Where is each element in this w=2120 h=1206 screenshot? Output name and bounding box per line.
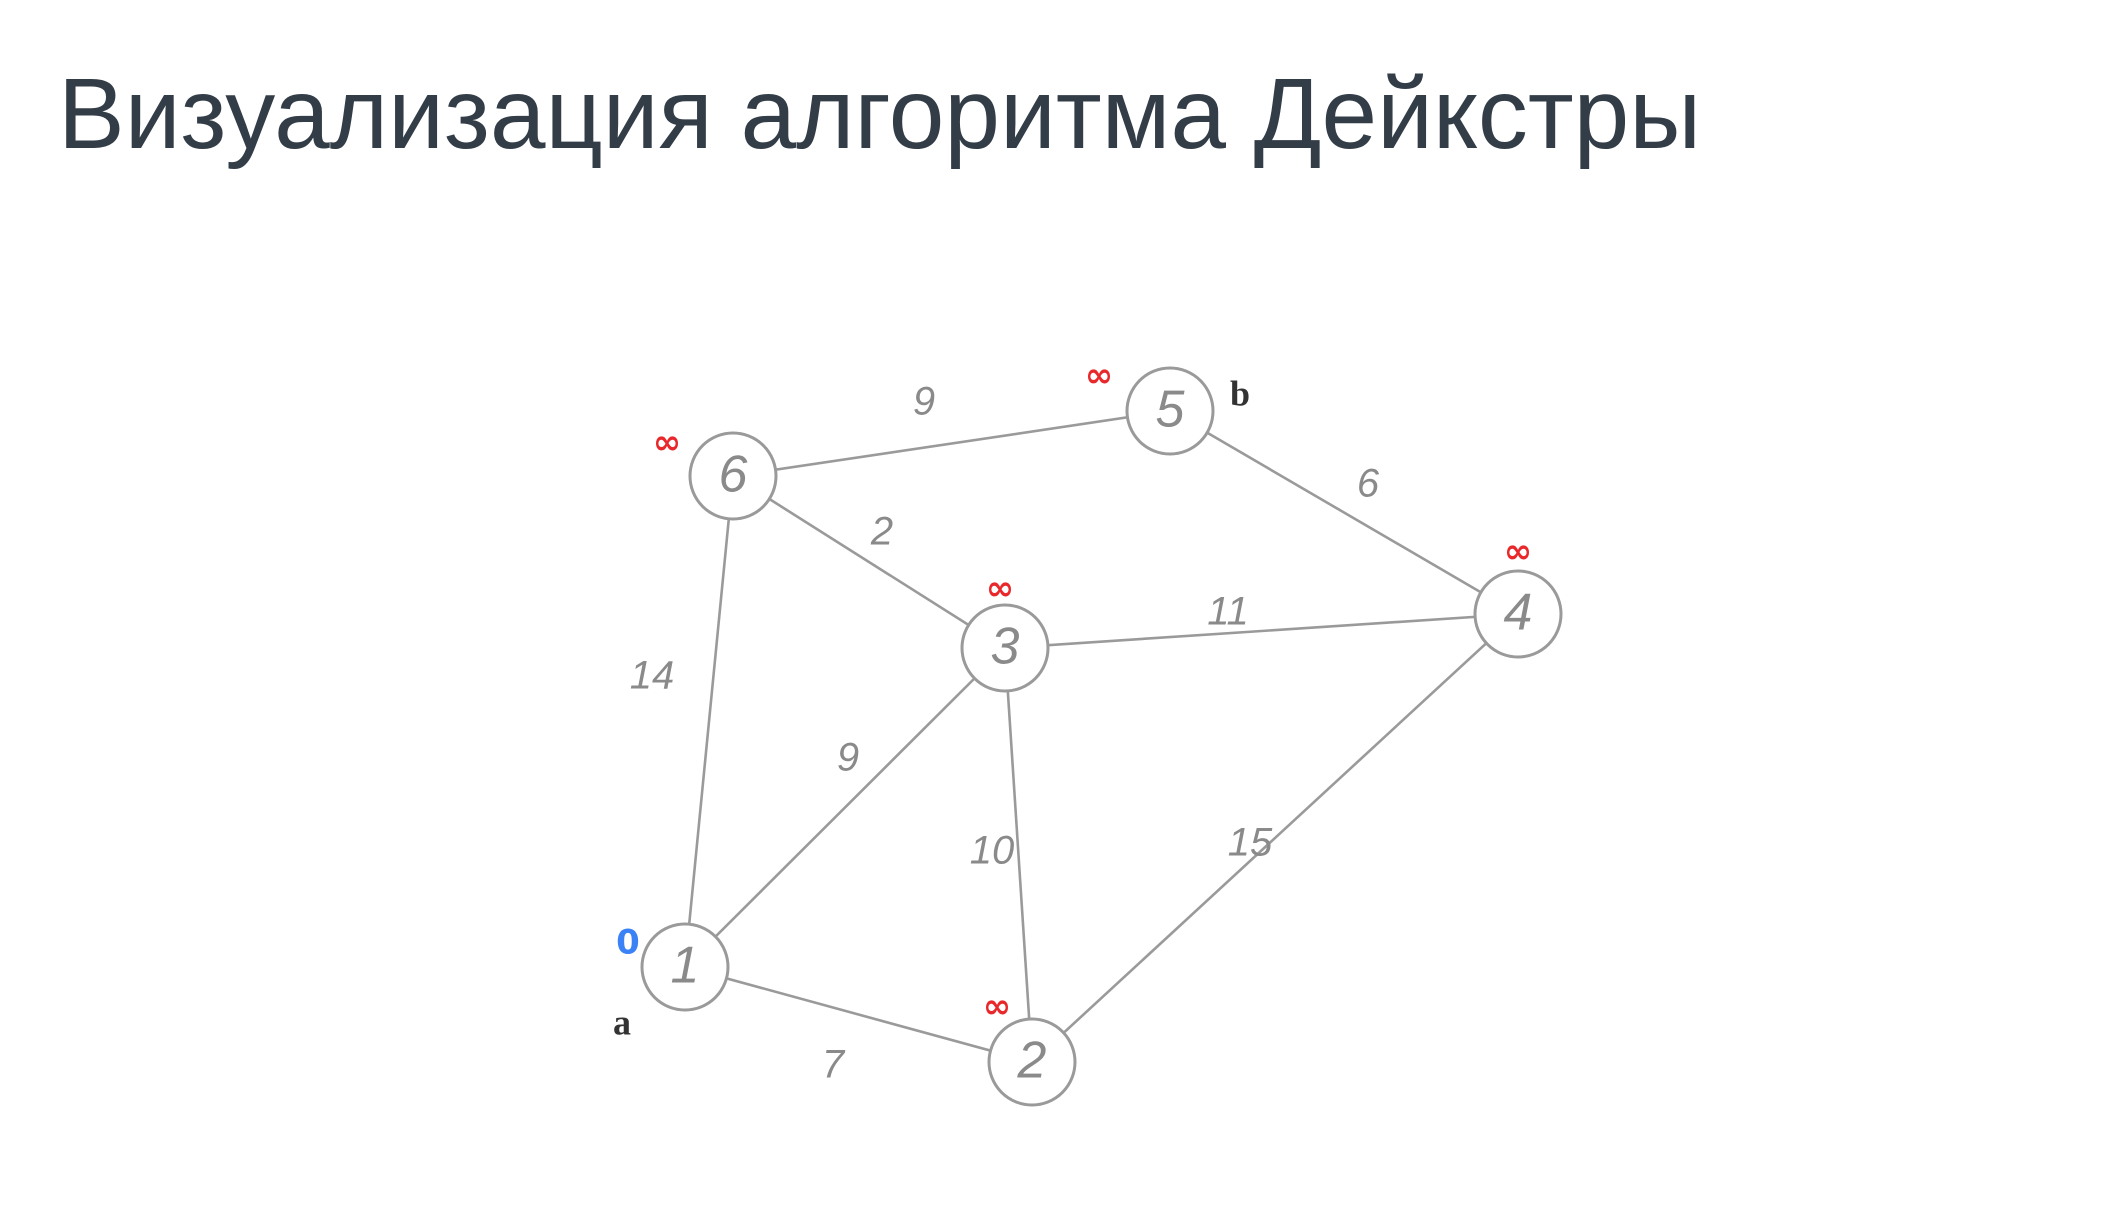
- edges-layer: [683, 409, 1519, 1064]
- node-4-distance: ∞: [1504, 532, 1532, 572]
- node-2: 2∞: [983, 987, 1077, 1107]
- node-1-circle: [640, 922, 730, 1012]
- node-3-distance: ∞: [986, 569, 1014, 609]
- edge-weight-4-5: 6: [1357, 462, 1380, 506]
- node-6-id: 6: [719, 446, 748, 504]
- node-5-name: b: [1230, 373, 1250, 413]
- edge-2-4: [1031, 613, 1519, 1063]
- edge-1-2: [684, 965, 1033, 1064]
- node-3-id: 3: [991, 618, 1020, 676]
- node-2-distance: ∞: [983, 987, 1011, 1027]
- node-1-name: a: [613, 1002, 631, 1042]
- node-4-circle: [1473, 569, 1563, 659]
- node-2-id: 2: [1017, 1032, 1047, 1090]
- edge-weight-1-3: 9: [837, 736, 859, 780]
- edge-3-6: [732, 474, 1006, 650]
- node-5: 5 ∞ b: [1085, 356, 1250, 456]
- node-6-circle: [688, 431, 778, 521]
- node-1-id: 1: [671, 937, 700, 995]
- edge-weight-1-2: 7: [822, 1043, 846, 1087]
- node-4: 4∞: [1473, 532, 1563, 659]
- node-4-id: 4: [1504, 584, 1533, 642]
- edge-1-3: [684, 647, 1006, 968]
- node-1-distance: 0: [616, 923, 640, 963]
- node-6-distance: ∞: [653, 423, 681, 463]
- edge-weight-3-4: 11: [1207, 590, 1249, 634]
- edge-weight-2-4: 15: [1228, 821, 1273, 865]
- edge-weight-2-3: 10: [970, 829, 1015, 873]
- node-3-circle: [960, 603, 1050, 693]
- node-5-circle: [1125, 366, 1215, 456]
- node-3: 3∞: [960, 569, 1050, 693]
- node-1: 10 a: [613, 922, 730, 1042]
- edge-5-6: [732, 409, 1171, 478]
- node-6: 6∞: [653, 423, 778, 521]
- edge-2-3: [1003, 647, 1034, 1063]
- edge-1-6: [683, 475, 735, 968]
- node-5-id: 5: [1156, 381, 1186, 439]
- node-5-distance: ∞: [1085, 356, 1113, 396]
- edge-weight-3-6: 2: [870, 510, 893, 554]
- edge-3-4: [1004, 612, 1519, 650]
- slide-title: Визуализация алгоритма Дейкстры: [58, 58, 1702, 170]
- edge-weight-1-6: 14: [630, 654, 675, 698]
- edge-weight-5-6: 9: [913, 380, 935, 424]
- node-2-circle: [987, 1017, 1077, 1107]
- edge-4-5: [1169, 409, 1519, 616]
